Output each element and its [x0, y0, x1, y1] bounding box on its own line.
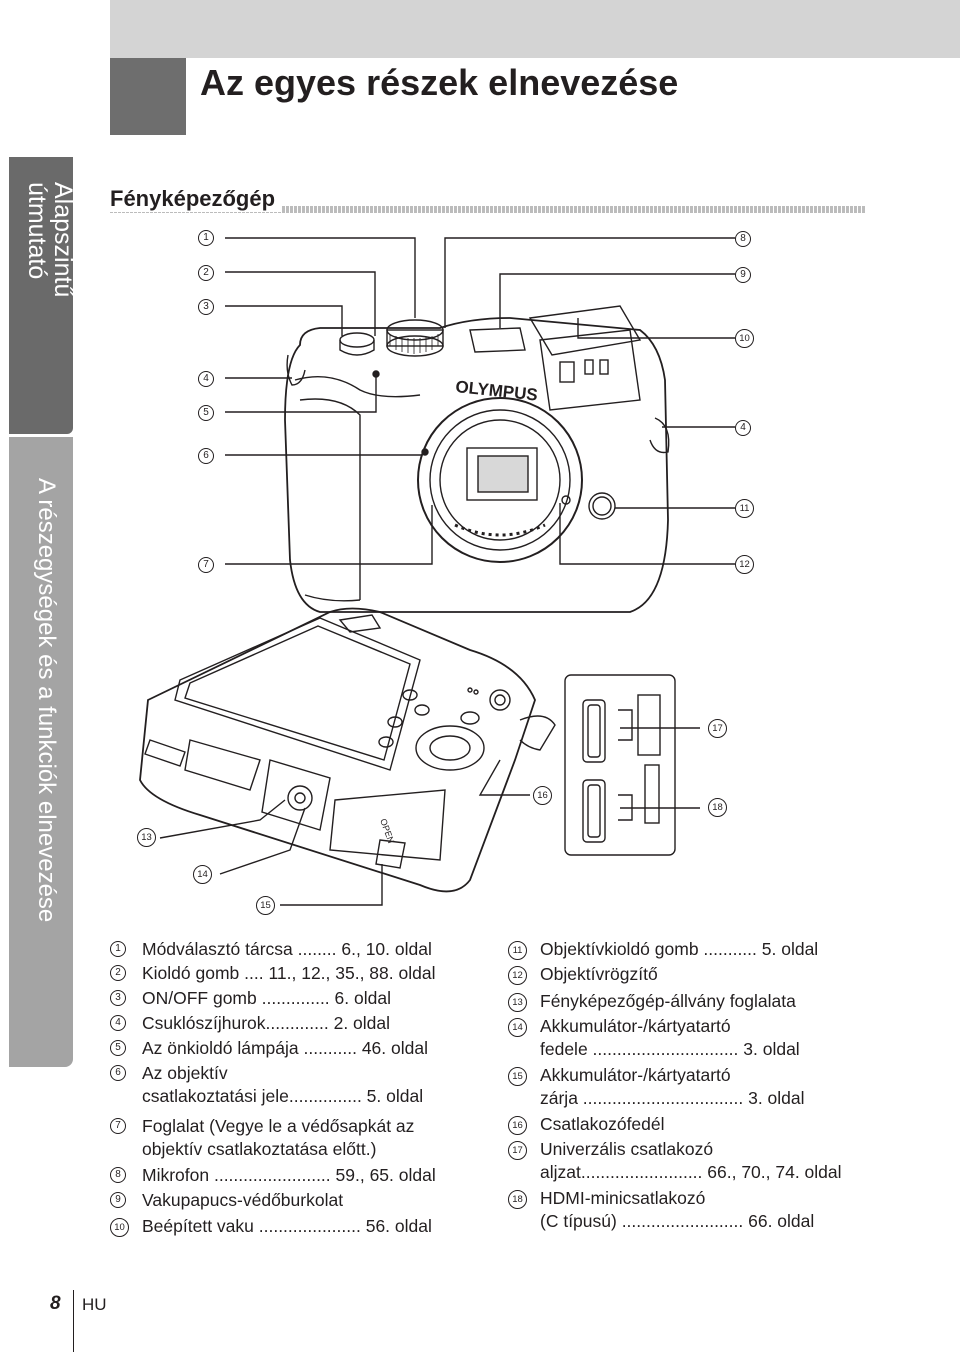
legend-item: 2 Kioldó gomb .... 11., 12., 35., 88. ol… — [110, 962, 435, 985]
page-title: Az egyes részek elnevezése — [200, 62, 679, 103]
legend-item: 13 Fényképezőgép-állvány foglalata — [508, 990, 796, 1013]
header-tab — [110, 58, 186, 135]
terminal-cover — [519, 715, 556, 751]
callout-12: 12 — [735, 555, 754, 574]
callout-10: 10 — [735, 329, 754, 348]
callout-2: 2 — [198, 265, 214, 281]
section-rule — [110, 206, 866, 213]
callout-6: 6 — [198, 448, 214, 464]
legend-item: 18 HDMI-minicsatlakozó(C típusú) .......… — [508, 1187, 814, 1233]
self-timer-lamp — [372, 370, 380, 378]
callout-4: 4 — [198, 371, 214, 387]
language-code: HU — [82, 1295, 107, 1314]
callout-15: 15 — [256, 896, 275, 915]
strap-lug-left — [286, 354, 306, 386]
callout-7: 7 — [198, 557, 214, 573]
legend-item: 9 Vakupapucs-védőburkolat — [110, 1189, 343, 1212]
callout-1: 1 — [198, 230, 214, 246]
legend-item: 5 Az önkioldó lámpája ........... 46. ol… — [110, 1037, 428, 1060]
tripod-socket — [287, 785, 313, 811]
lens-mount — [417, 397, 583, 563]
hdmi-connector — [582, 779, 606, 843]
shutter-button — [339, 332, 375, 348]
back-body — [139, 607, 536, 893]
callout-13: 13 — [137, 828, 156, 847]
legend-item: 10 Beépített vaku ..................... … — [110, 1215, 432, 1238]
battery-door — [261, 759, 331, 831]
lens-release-button — [588, 492, 616, 520]
camera-illustration: OLYMPUS — [139, 237, 735, 906]
flash — [528, 305, 642, 356]
callout-3: 3 — [198, 299, 214, 315]
section-title: Fényképezőgép — [110, 186, 282, 212]
side-tab-parts[interactable] — [9, 437, 73, 1067]
strap-lug-right — [649, 417, 670, 454]
callout-17: 17 — [708, 719, 727, 738]
control-dial — [415, 725, 485, 771]
legend-item: 12 Objektívrögzítő — [508, 963, 658, 986]
multi-connector — [582, 699, 606, 763]
legend-item: 11 Objektívkioldó gomb ........... 5. ol… — [508, 938, 818, 961]
legend-item: 16 Csatlakozófedél — [508, 1113, 665, 1136]
header-title-box — [186, 58, 960, 135]
brand-logo: OLYMPUS — [455, 377, 539, 405]
page-number: 8 — [50, 1293, 61, 1314]
legend-item: 8 Mikrofon ........................ 59.,… — [110, 1164, 436, 1187]
callout-11: 11 — [735, 499, 754, 518]
callout-4b: 4 — [735, 420, 751, 436]
lcd-screen — [184, 625, 411, 761]
legend-item: 3 ON/OFF gomb .............. 6. oldal — [110, 987, 391, 1010]
callout-8: 8 — [735, 231, 751, 247]
front-body — [284, 317, 669, 613]
battery-lock — [375, 839, 406, 869]
callout-18: 18 — [708, 798, 727, 817]
hot-shoe — [469, 327, 526, 353]
connector-panel — [564, 674, 676, 856]
lcd-frame — [174, 617, 421, 771]
callout-5: 5 — [198, 405, 214, 421]
legend-item: 1 Módválasztó tárcsa ........ 6., 10. ol… — [110, 938, 432, 961]
callout-9: 9 — [735, 267, 751, 283]
callout-16: 16 — [533, 786, 552, 805]
side-tab-basic[interactable] — [9, 157, 73, 434]
footer-divider — [73, 1290, 74, 1352]
legend-item: 4 Csuklószíjhurok............. 2. oldal — [110, 1012, 390, 1035]
callout-14: 14 — [193, 865, 212, 884]
